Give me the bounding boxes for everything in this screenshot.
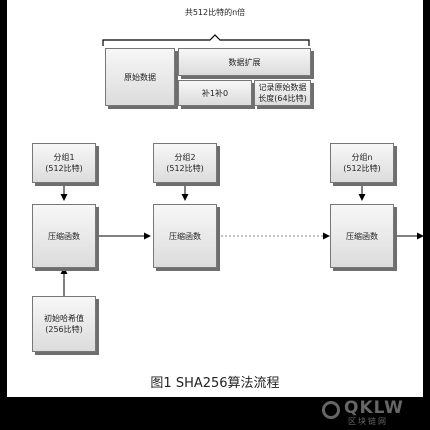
- figure-caption: 图1 SHA256算法流程: [150, 376, 280, 391]
- diagram-canvas: 共512比特的n倍 原始数据 数据扩展 补1补0 记录原始数据 长度(64比特)…: [7, 0, 423, 397]
- chunk-2-box: 分组2 (512比特): [153, 143, 217, 183]
- chunk-n-box: 分组n (512比特): [330, 143, 394, 183]
- total-length-label: 共512比特的n倍: [184, 8, 246, 17]
- compress-function-1: 压缩函数: [32, 204, 96, 268]
- compress-function-2: 压缩函数: [153, 204, 217, 268]
- connector-layer: [60, 34, 423, 296]
- logo-ring-icon: [322, 401, 340, 419]
- total-length-brace: [102, 34, 310, 46]
- pad-one-zero-box: 补1补0: [178, 80, 252, 106]
- compress-function-n: 压缩函数: [330, 204, 394, 268]
- initial-hash-box: 初始哈希值 (256比特): [32, 296, 96, 352]
- length-record-box: 记录原始数据 长度(64比特): [254, 80, 311, 106]
- original-data-box: 原始数据: [105, 48, 175, 106]
- data-extension-box: 数据扩展: [178, 48, 311, 76]
- watermark-sub-text: 区块链网: [348, 417, 388, 426]
- chunk-1-box: 分组1 (512比特): [32, 143, 96, 183]
- watermark-main-text: QKLW: [344, 398, 404, 418]
- watermark-logo: QKLW 区块链网: [322, 398, 422, 428]
